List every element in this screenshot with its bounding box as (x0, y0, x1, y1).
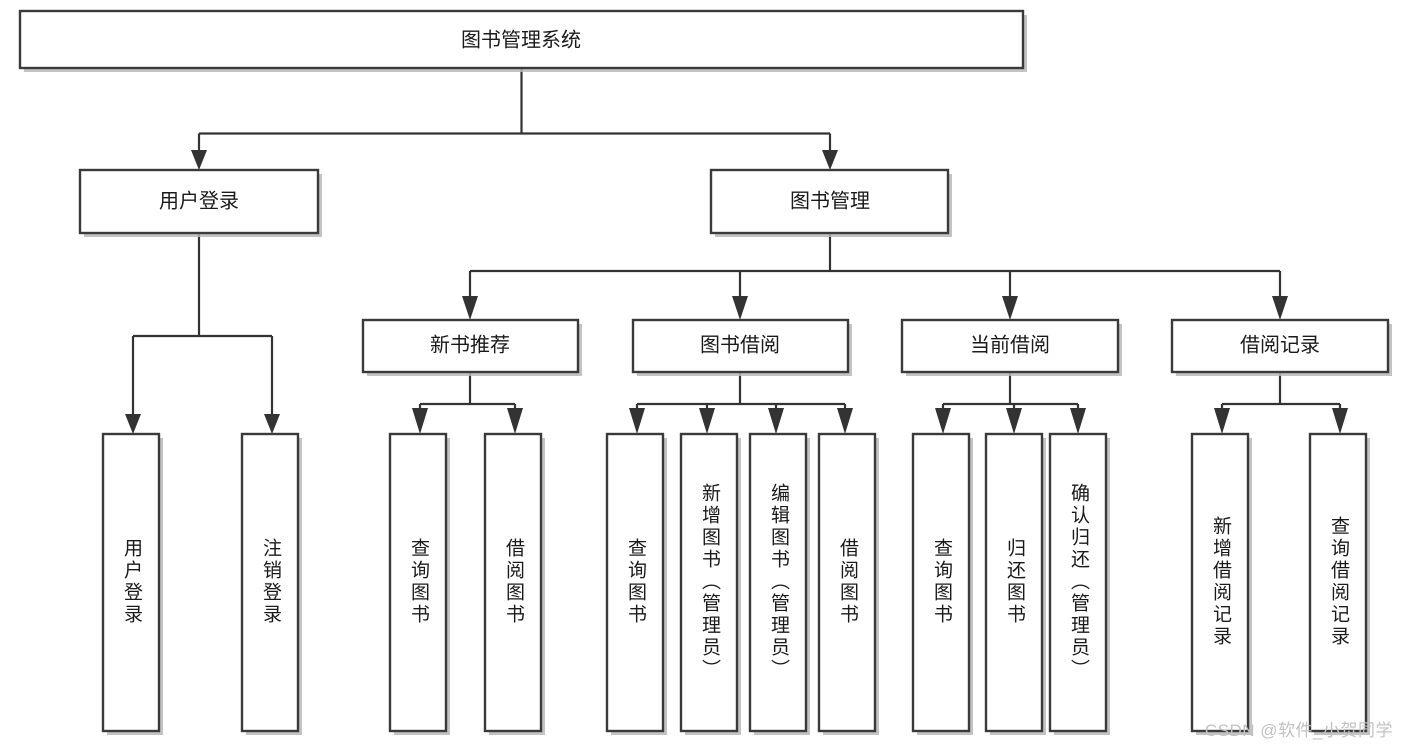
arrowhead-borrow-record (1272, 296, 1288, 320)
arrowhead-leaf-add-record (1214, 408, 1230, 434)
leaf-node-logout[interactable]: 注销登录 (240, 432, 302, 735)
leaf-node-edit-book[interactable]: 编辑图书（管理员） (748, 432, 810, 735)
arrowhead-leaf-add-book (699, 408, 715, 434)
leaf-query-book-3-label: 查询图书 (931, 538, 953, 626)
arrowhead-leaf-return-book (1006, 408, 1022, 434)
leaf-add-record-box[interactable] (1190, 432, 1250, 733)
arrowhead-leaf-query-book-1 (412, 408, 428, 434)
leaf-query-book-2-label: 查询图书 (625, 538, 647, 626)
current-borrow-label: 当前借阅 (970, 333, 1050, 356)
leaf-node-confirm-return[interactable]: 确认归还（管理员） (1048, 432, 1110, 735)
leaf-edit-book-box[interactable] (748, 432, 808, 733)
book-manage-box[interactable] (709, 168, 950, 235)
arrowhead-book-manage (822, 150, 838, 170)
borrow-record-label: 借阅记录 (1240, 333, 1320, 356)
node-user-login[interactable]: 用户登录 (78, 168, 322, 237)
leaf-node-query-record[interactable]: 查询借阅记录 (1308, 432, 1370, 735)
leaf-add-record-label: 新增借阅记录 (1210, 516, 1232, 648)
arrowhead-leaf-query-book-2 (629, 408, 645, 434)
arrowhead-leaf-borrow-book-1 (507, 408, 523, 434)
leaf-return-book-box[interactable] (984, 432, 1044, 733)
node-root[interactable]: 图书管理系统 (18, 9, 1027, 72)
book-borrow-box[interactable] (631, 318, 850, 374)
leaf-add-book-label: 新增图书（管理员） (699, 483, 721, 681)
user-login-label: 用户登录 (159, 189, 239, 212)
book-borrow-label: 图书借阅 (700, 333, 780, 356)
node-new-book-rec[interactable]: 新书推荐 (361, 318, 582, 376)
current-borrow-box[interactable] (900, 318, 1120, 374)
root-label: 图书管理系统 (461, 28, 581, 51)
leaf-confirm-return-label: 确认归还（管理员） (1068, 483, 1090, 681)
leaf-borrow-book-2-box[interactable] (817, 432, 877, 733)
new-book-rec-label: 新书推荐 (430, 333, 510, 356)
arrowhead-book-borrow (732, 296, 748, 320)
arrowhead-leaf-query-book-3 (935, 408, 951, 434)
leaf-node-borrow-book-1[interactable]: 借阅图书 (483, 432, 545, 735)
new-book-rec-box[interactable] (361, 318, 580, 374)
arrowhead-user-login (191, 150, 207, 170)
arrowhead-current-borrow (1002, 296, 1018, 320)
leaf-edit-book-label: 编辑图书（管理员） (768, 483, 790, 681)
leaf-borrow-book-1-box[interactable] (483, 432, 543, 733)
leaf-user-login-label: 用户登录 (121, 538, 143, 626)
arrowhead-leaf-user-login (125, 414, 141, 434)
leaf-user-login-box[interactable] (101, 432, 161, 733)
leaf-confirm-return-box[interactable] (1048, 432, 1108, 733)
arrowhead-leaf-query-record (1332, 408, 1348, 434)
leaf-node-query-book-2[interactable]: 查询图书 (605, 432, 667, 735)
leaf-borrow-book-1-label: 借阅图书 (503, 538, 525, 626)
csdn-watermark: CSDN @软件_小贺同学 (1204, 721, 1393, 740)
leaf-logout-box[interactable] (240, 432, 300, 733)
leaf-node-user-login[interactable]: 用户登录 (101, 432, 163, 735)
arrowhead-leaf-edit-book (768, 408, 784, 434)
user-login-box[interactable] (78, 168, 320, 235)
leaf-node-add-book[interactable]: 新增图书（管理员） (679, 432, 741, 735)
leaf-borrow-book-2-label: 借阅图书 (837, 538, 859, 626)
leaf-query-book-2-box[interactable] (605, 432, 665, 733)
leaf-query-book-1-box[interactable] (388, 432, 448, 733)
leaf-query-record-label: 查询借阅记录 (1328, 516, 1350, 648)
node-borrow-record[interactable]: 借阅记录 (1170, 318, 1392, 376)
leaf-node-add-record[interactable]: 新增借阅记录 (1190, 432, 1252, 735)
leaf-node-query-book-3[interactable]: 查询图书 (911, 432, 973, 735)
book-manage-label: 图书管理 (790, 189, 870, 212)
leaf-return-book-label: 归还图书 (1004, 538, 1026, 626)
node-book-borrow[interactable]: 图书借阅 (631, 318, 852, 376)
arrowhead-leaf-borrow-book-2 (837, 408, 853, 434)
leaf-logout-label: 注销登录 (260, 538, 282, 626)
arrowhead-new-book-rec (462, 296, 478, 320)
leaf-query-record-box[interactable] (1308, 432, 1368, 733)
arrowhead-leaf-confirm-return (1070, 408, 1086, 434)
root-box[interactable] (18, 9, 1025, 70)
node-book-manage[interactable]: 图书管理 (709, 168, 952, 237)
node-current-borrow[interactable]: 当前借阅 (900, 318, 1122, 376)
leaf-query-book-3-box[interactable] (911, 432, 971, 733)
leaf-add-book-box[interactable] (679, 432, 739, 733)
leaf-node-return-book[interactable]: 归还图书 (984, 432, 1046, 735)
leaf-node-query-book-1[interactable]: 查询图书 (388, 432, 450, 735)
connectors-group (125, 68, 1348, 434)
leaf-query-book-1-label: 查询图书 (408, 538, 430, 626)
borrow-record-box[interactable] (1170, 318, 1390, 374)
arrowhead-leaf-logout (264, 414, 280, 434)
leaf-node-borrow-book-2[interactable]: 借阅图书 (817, 432, 879, 735)
